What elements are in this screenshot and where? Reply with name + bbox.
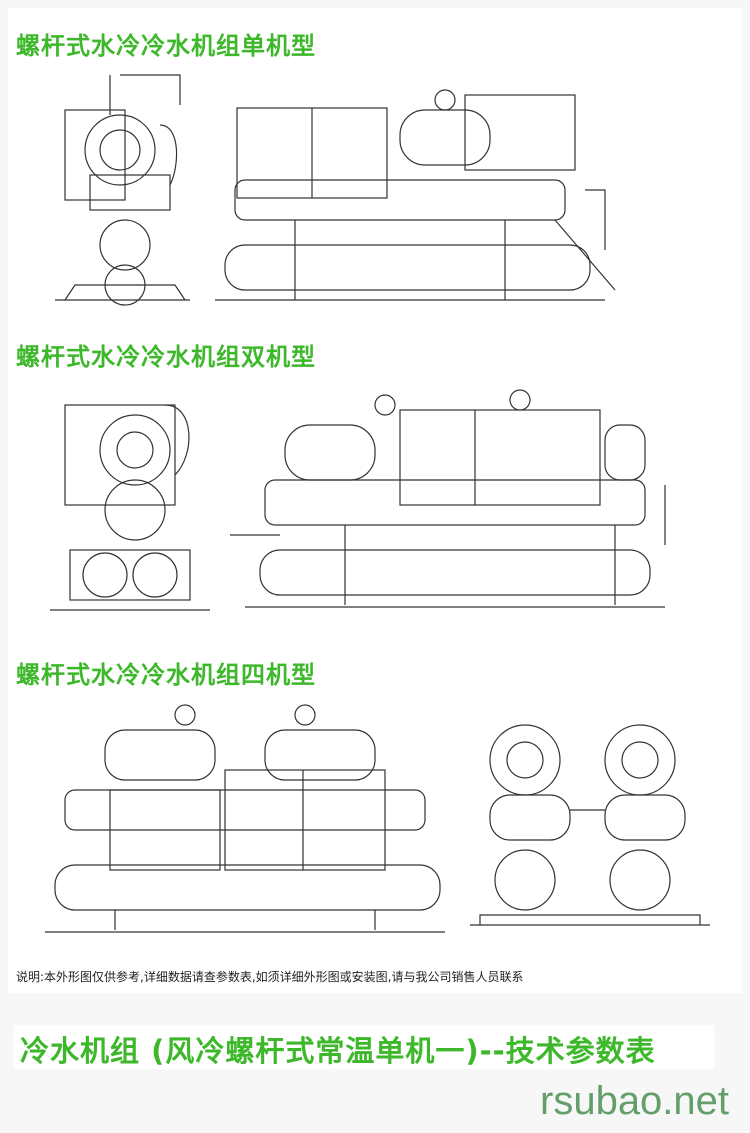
drawing-note: 说明:本外形图仅供参考,详细数据请查参数表,如须详细外形图或安装图,请与我公司销… <box>16 970 524 984</box>
quad-unit-front-view-drawing <box>45 700 445 940</box>
section-title-single: 螺杆式水冷冷水机组单机型 <box>16 32 316 60</box>
watermark: rsubao.net <box>540 1079 730 1123</box>
drawing-sheet <box>8 8 742 993</box>
quad-unit-side-view-drawing <box>470 700 710 940</box>
section-title-quad: 螺杆式水冷冷水机组四机型 <box>16 661 316 689</box>
footer-title-band <box>14 1025 714 1069</box>
single-unit-side-view-drawing <box>50 65 190 315</box>
spec-table-title: 冷水机组 (风冷螺杆式常温单机一)--技术参数表 <box>20 1034 656 1068</box>
double-unit-side-view-drawing <box>50 385 210 615</box>
double-unit-front-view-drawing <box>225 385 690 615</box>
single-unit-front-view-drawing <box>215 70 635 310</box>
section-title-double: 螺杆式水冷冷水机组双机型 <box>16 343 316 371</box>
